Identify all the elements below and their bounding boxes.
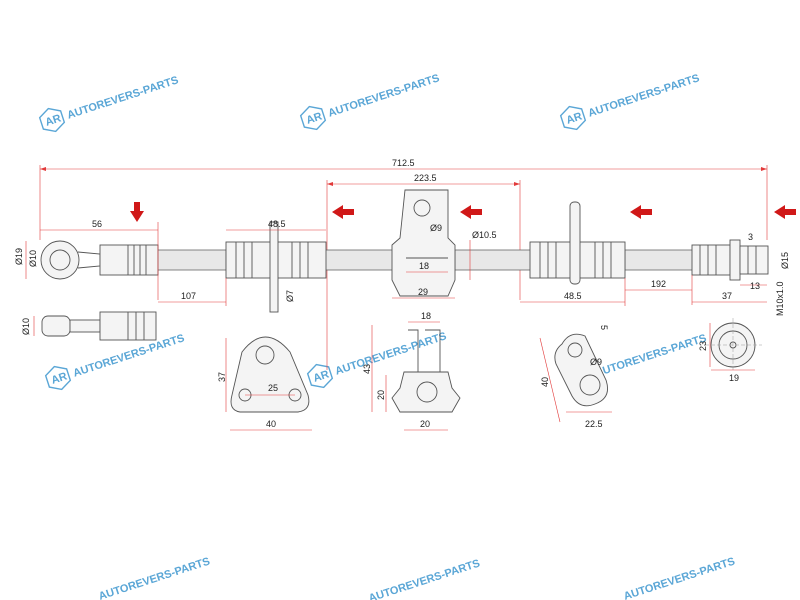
crimp-collar-2 bbox=[529, 201, 626, 285]
span-223-dimension: 223.5 bbox=[326, 173, 521, 370]
dim-clip-18: 18 bbox=[421, 311, 431, 321]
svg-text:AR: AR bbox=[565, 110, 584, 126]
dim-48-5-right: 48.5 bbox=[564, 291, 582, 301]
dim-d15: Ø15 bbox=[780, 252, 790, 269]
dim-tab-9: Ø9 bbox=[590, 357, 602, 367]
dim-56: 56 bbox=[92, 219, 102, 229]
watermark-text: AUTOREVERS-PARTS bbox=[587, 72, 701, 119]
ar-logo-icon: AR bbox=[38, 107, 66, 133]
watermark-text: AUTOREVERS-PARTS bbox=[367, 557, 481, 600]
svg-text:AR: AR bbox=[305, 110, 324, 126]
dim-48-left-group: 48.5 bbox=[226, 219, 326, 231]
watermark-3: AR AUTOREVERS-PARTS bbox=[559, 72, 701, 131]
dim-end-19: 19 bbox=[729, 373, 739, 383]
dim-plate-37: 37 bbox=[217, 372, 227, 382]
dim-712-5: 712.5 bbox=[392, 158, 415, 168]
end-view-detail: 23 19 bbox=[698, 318, 762, 383]
dim-plate-40: 40 bbox=[266, 419, 276, 429]
ar-logo-icon: AR bbox=[306, 363, 334, 389]
fitting-side-view: Ø10 bbox=[21, 311, 157, 341]
dim-d10a: Ø10 bbox=[28, 250, 38, 267]
dim-29-group: 29 bbox=[392, 287, 455, 299]
watermark-9: AUTOREVERS-PARTS bbox=[622, 555, 736, 600]
dim-clip-43: 43 bbox=[362, 364, 372, 374]
center-clip-block bbox=[391, 189, 456, 297]
dim-3: 3 bbox=[748, 232, 753, 242]
clip-detail: 18 43 20 20 bbox=[362, 311, 461, 431]
dim-18-top-group: 18 bbox=[406, 261, 448, 273]
dim-37-right: 37 bbox=[722, 291, 732, 301]
dim-clip-20w: 20 bbox=[420, 419, 430, 429]
red-left-arrow-icon bbox=[332, 205, 354, 219]
crimp-collar-1 bbox=[225, 221, 327, 313]
watermark-7: AUTOREVERS-PARTS bbox=[97, 555, 211, 600]
dim-48-right-group: 48.5 bbox=[520, 278, 626, 306]
watermark-2: AR AUTOREVERS-PARTS bbox=[299, 72, 441, 131]
dim-plate-25: 25 bbox=[268, 383, 278, 393]
dim-223-5: 223.5 bbox=[414, 173, 437, 183]
dim-thread: M10x1.0 bbox=[775, 281, 785, 316]
dim-tab-22-5: 22.5 bbox=[585, 419, 603, 429]
tab-detail: 5 Ø9 40 22.5 bbox=[539, 325, 612, 429]
dim-13-group: 13 bbox=[740, 281, 767, 291]
red-left-arrow-icon bbox=[630, 205, 652, 219]
hose-segment bbox=[454, 249, 536, 271]
svg-text:AR: AR bbox=[44, 112, 63, 128]
banjo-fitting-left bbox=[40, 240, 159, 280]
watermark-text: AUTOREVERS-PARTS bbox=[622, 555, 736, 600]
dim-d10-5-group: Ø10.5 bbox=[469, 230, 497, 280]
dim-192: 192 bbox=[651, 279, 666, 289]
watermark-text: AUTOREVERS-PARTS bbox=[334, 330, 448, 377]
svg-text:AR: AR bbox=[312, 368, 331, 384]
watermark-text: AUTOREVERS-PARTS bbox=[97, 555, 211, 600]
dim-d10-5: Ø10.5 bbox=[472, 230, 497, 240]
dim-107: 107 bbox=[181, 291, 196, 301]
hose-segment bbox=[324, 249, 396, 271]
red-left-arrow-icon bbox=[460, 205, 482, 219]
overall-length-dimension: 712.5 bbox=[39, 158, 768, 240]
dim-56-group: 56 bbox=[40, 219, 159, 300]
ar-logo-icon: AR bbox=[559, 105, 587, 131]
red-down-arrow-icon bbox=[130, 202, 144, 222]
bracket-plate-detail: 25 37 40 bbox=[217, 336, 312, 431]
dim-29: 29 bbox=[418, 287, 428, 297]
dim-d19: Ø19 bbox=[14, 248, 24, 265]
ar-logo-icon: AR bbox=[299, 105, 327, 131]
hose-segment bbox=[624, 249, 696, 271]
dim-tab-40: 40 bbox=[540, 377, 550, 387]
watermark-text: AUTOREVERS-PARTS bbox=[66, 74, 180, 121]
watermark-text: AUTOREVERS-PARTS bbox=[327, 72, 441, 119]
ar-logo-icon: AR bbox=[44, 365, 72, 391]
dim-clip-20h: 20 bbox=[376, 390, 386, 400]
dim-37-right-group: 37 bbox=[692, 291, 767, 303]
watermark-8: AUTOREVERS-PARTS bbox=[367, 557, 481, 600]
svg-text:AR: AR bbox=[50, 370, 69, 386]
main-hose-assembly bbox=[40, 189, 769, 313]
end-fitting-right bbox=[691, 239, 769, 281]
dim-tab-5: 5 bbox=[599, 325, 609, 330]
dim-d10b: Ø10 bbox=[21, 318, 31, 335]
watermark-text: AUTOREVERS-PARTS bbox=[594, 332, 708, 379]
watermark-1: AR AUTOREVERS-PARTS bbox=[38, 74, 180, 133]
red-left-arrow-icon bbox=[774, 205, 796, 219]
dim-d19-group: Ø19 Ø10 bbox=[14, 241, 38, 279]
dim-18-top: 18 bbox=[419, 261, 429, 271]
dim-d7: Ø7 bbox=[285, 290, 295, 302]
hose-segment bbox=[157, 249, 227, 271]
dim-107-group: 107 bbox=[158, 278, 227, 306]
dim-13: 13 bbox=[750, 281, 760, 291]
dim-end-23: 23 bbox=[698, 341, 708, 351]
dim-d9-top: Ø9 bbox=[430, 223, 442, 233]
dim-48-5-left: 48.5 bbox=[268, 219, 286, 229]
dim-192-group: 192 bbox=[625, 275, 693, 305]
